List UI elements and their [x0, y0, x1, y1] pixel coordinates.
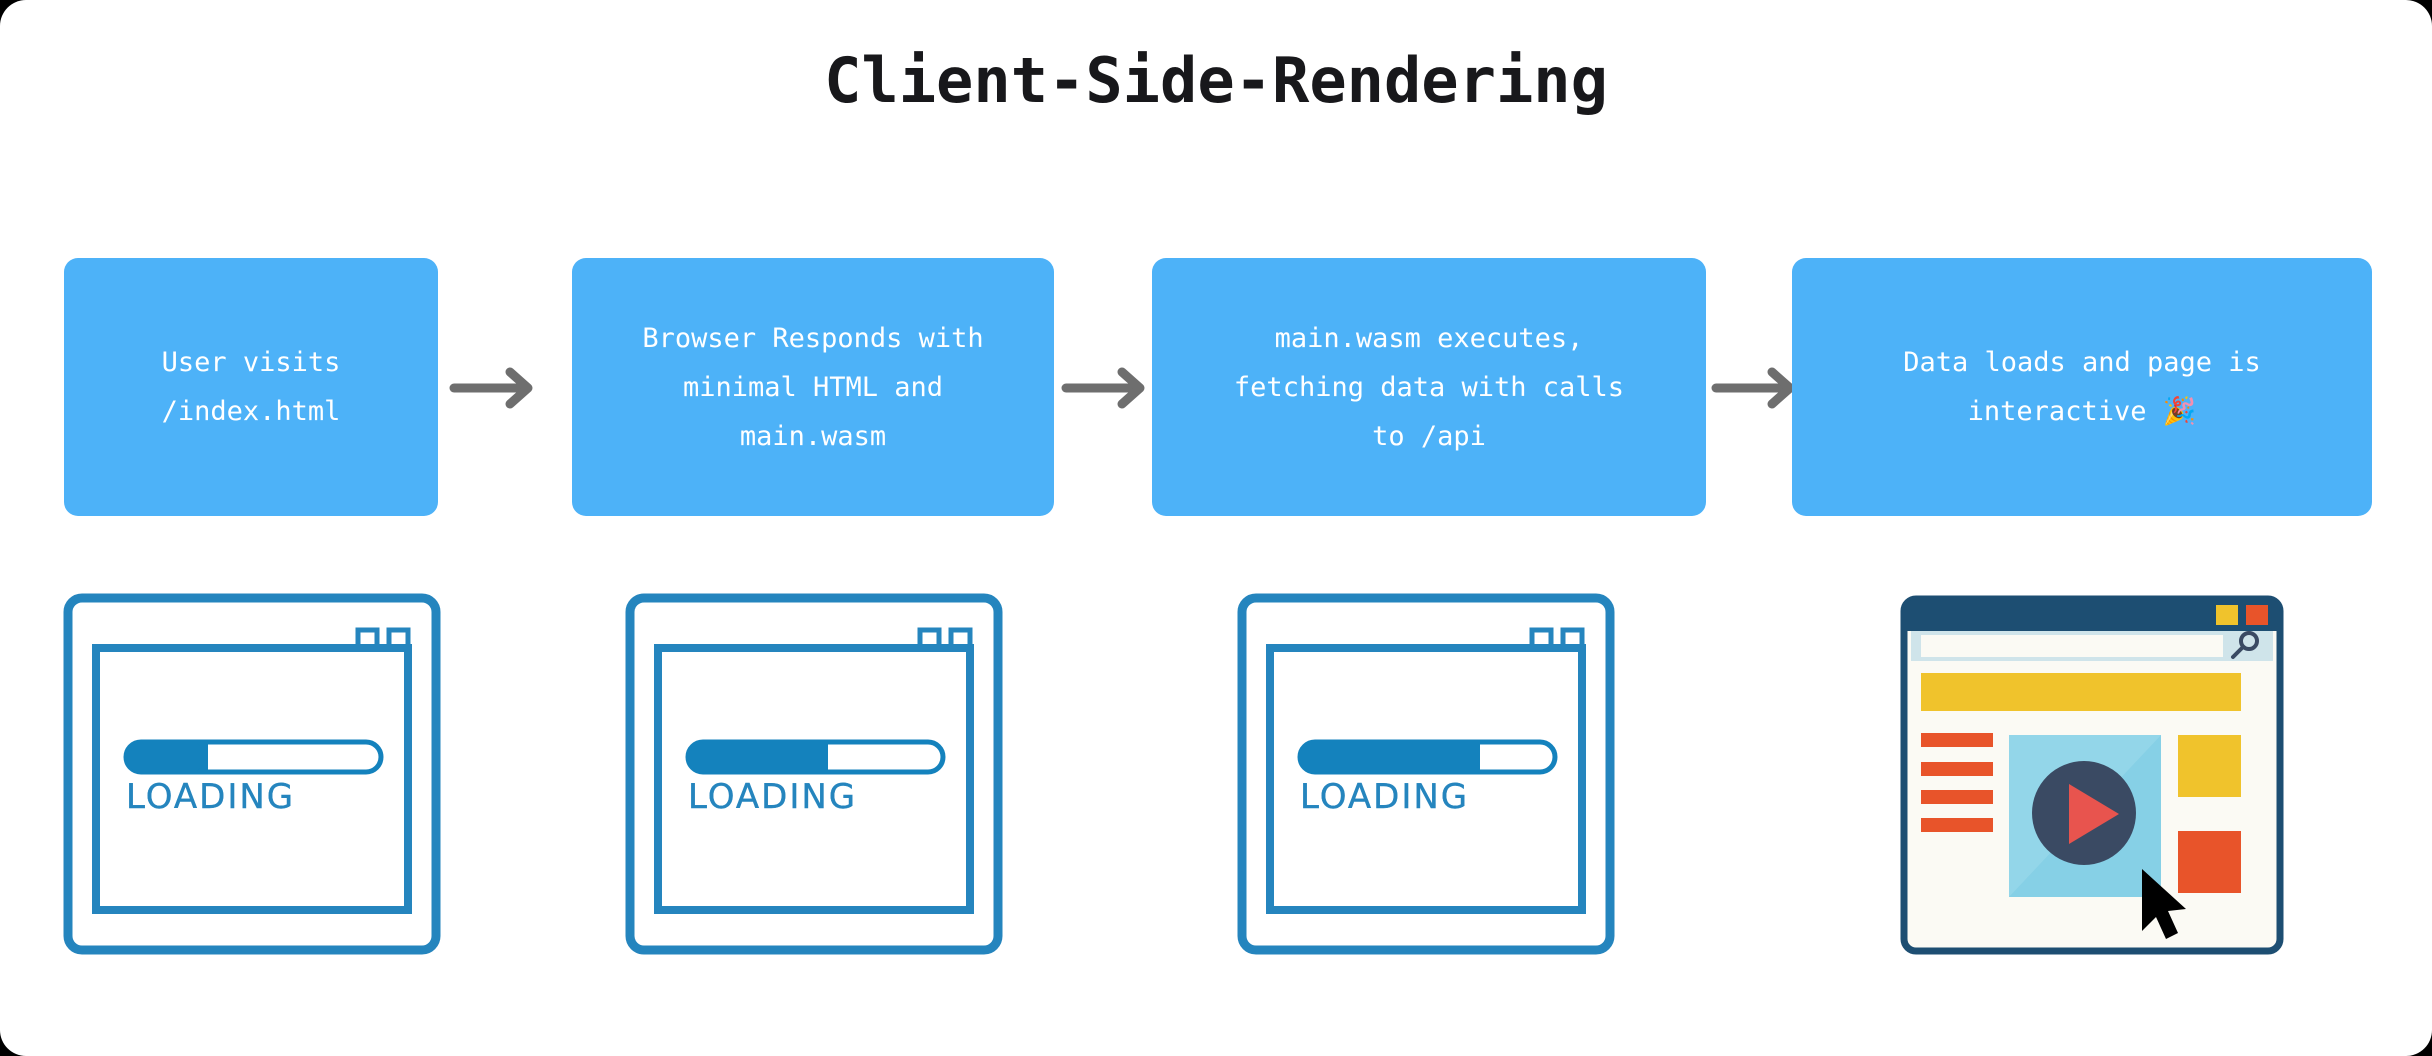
- right-arrow-icon: [1711, 367, 1806, 409]
- browser-url-field: [1921, 635, 2223, 657]
- flow-step-label-1: User visits /index.html: [161, 347, 341, 427]
- browser-title-bar: [1904, 599, 2280, 629]
- progress-bar-fill: [688, 741, 828, 773]
- flow-step-label-3: main.wasm executes, fetching data with c…: [1233, 322, 1625, 452]
- sketch-window-viewport: [1266, 644, 1586, 914]
- loading-caption-2: LOADING: [688, 777, 857, 817]
- magnifier-icon: [2231, 631, 2259, 659]
- progress-bar-fill: [1300, 741, 1480, 773]
- play-button-triangle: [2069, 784, 2119, 844]
- sidebar-yellow-block: [2178, 735, 2241, 797]
- text-line-block: [1921, 790, 1993, 804]
- flow-step-label-4: Data loads and page is interactive 🎉: [1903, 347, 2261, 427]
- sketch-window-outer-border: [63, 593, 441, 955]
- flow-row: User visits /index.html Browser Responds…: [0, 258, 2432, 518]
- flow-step-box-4[interactable]: Data loads and page is interactive 🎉: [1792, 258, 2372, 516]
- flow-step-box-2[interactable]: Browser Responds with minimal HTML and m…: [572, 258, 1054, 516]
- progress-bar-fill: [126, 741, 208, 773]
- page-title: Client-Side-Rendering: [824, 44, 1608, 117]
- flow-step-box-3[interactable]: main.wasm executes, fetching data with c…: [1152, 258, 1706, 516]
- banner-block: [1921, 673, 2241, 711]
- loading-browser-illustration-1: LOADING: [58, 586, 448, 962]
- right-arrow-icon: [449, 367, 544, 409]
- close-button: [2246, 605, 2268, 625]
- flow-step-box-1[interactable]: User visits /index.html: [64, 258, 438, 516]
- text-line-block: [1921, 733, 1993, 747]
- cursor-pointer: [2142, 869, 2186, 939]
- loading-browser-illustration-2: LOADING: [620, 586, 1010, 962]
- loading-browser-illustration-3: LOADING: [1232, 586, 1622, 962]
- text-line-block: [1921, 818, 1993, 832]
- right-arrow-icon: [1061, 367, 1156, 409]
- loaded-page-illustration: [1894, 591, 2290, 959]
- sketch-window-viewport: [92, 644, 412, 914]
- sketch-window-viewport: [654, 644, 974, 914]
- loading-caption-1: LOADING: [126, 777, 295, 817]
- sketch-window-outer-border: [625, 593, 1003, 955]
- minimize-button: [2216, 605, 2238, 625]
- sketch-window-outer-border: [1237, 593, 1615, 955]
- sidebar-red-block: [2178, 831, 2241, 893]
- flow-step-label-2: Browser Responds with minimal HTML and m…: [642, 322, 984, 452]
- text-line-block: [1921, 762, 1993, 776]
- loading-caption-3: LOADING: [1300, 777, 1469, 817]
- illustration-row: LOADING: [0, 586, 2432, 986]
